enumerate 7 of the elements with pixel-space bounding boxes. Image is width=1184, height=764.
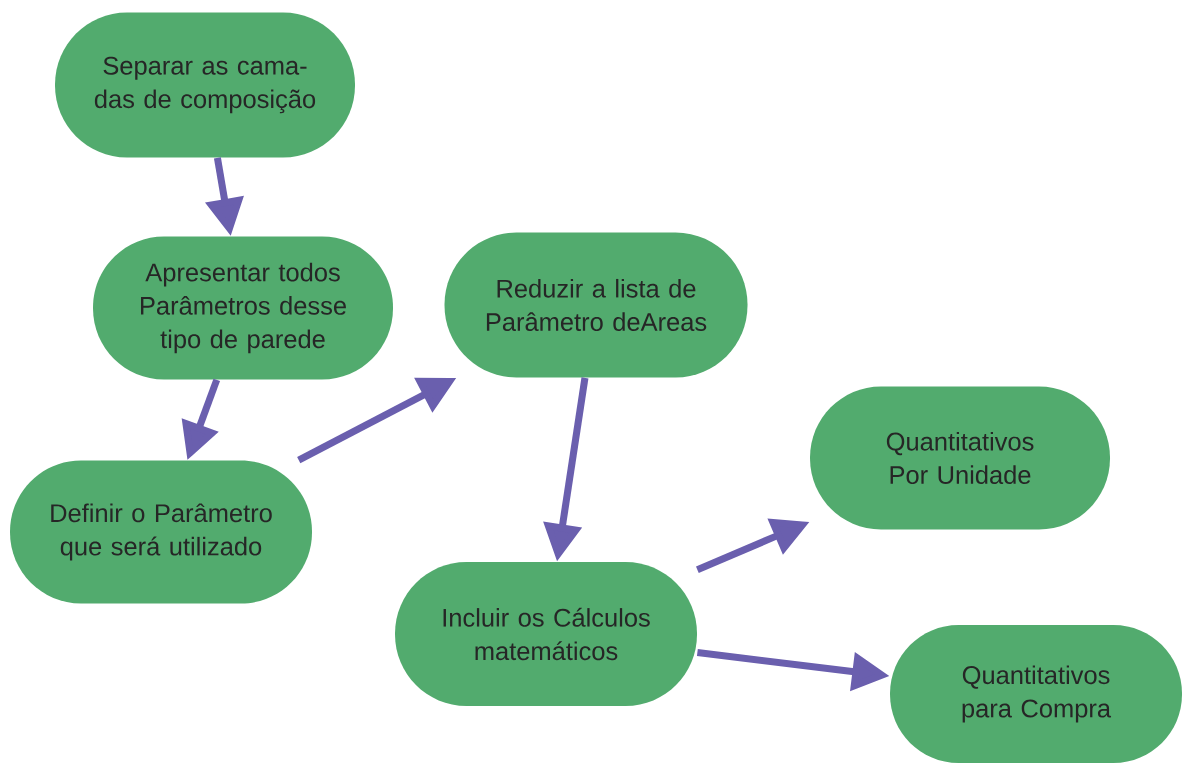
process-box: Definir o Parâmetro que será utilizado xyxy=(10,460,312,604)
process-box: Incluir os Cálculos matemáticos xyxy=(395,562,697,706)
process-box: Quantitativos para Compra xyxy=(890,625,1182,763)
process-box: Quantitativos Por Unidade xyxy=(810,386,1110,530)
process-box: Separar as cama-das de composição xyxy=(55,12,355,158)
process-box: Reduzir a lista de Parâmetro deAreas xyxy=(444,232,748,378)
process-box: Apresentar todos Parâmetros desse tipo de parede xyxy=(93,236,393,380)
